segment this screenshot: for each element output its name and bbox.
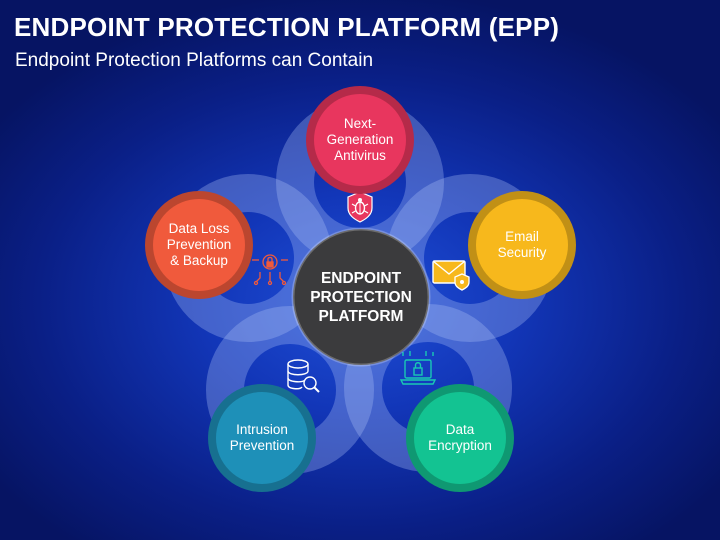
node-label-intrusion: Intrusion Prevention	[229, 422, 295, 453]
node-label-encryption: Data Encryption	[428, 422, 492, 453]
center-node-label: ENDPOINT PROTECTION PLATFORM	[310, 269, 412, 325]
node-antivirus	[314, 94, 406, 186]
slide-subtitle: Endpoint Protection Platforms can Contai…	[15, 50, 374, 71]
center-node	[291, 227, 431, 367]
network-lock-icon	[252, 254, 288, 286]
node-label-dlp: Data Loss Prevention & Backup	[166, 221, 232, 268]
node-email	[476, 199, 568, 291]
secure-email-icon	[432, 260, 470, 291]
slide-title: ENDPOINT PROTECTION PLATFORM (EPP)	[14, 12, 560, 42]
node-label-antivirus: Next- Generation Antivirus	[326, 116, 394, 163]
database-search-icon	[287, 359, 320, 393]
node-dlp	[153, 199, 245, 291]
node-intrusion	[216, 392, 308, 484]
bug-shield-icon	[347, 191, 373, 223]
encrypted-laptop-icon	[399, 351, 437, 385]
node-encryption	[414, 392, 506, 484]
node-label-email: Email Security	[497, 229, 547, 260]
